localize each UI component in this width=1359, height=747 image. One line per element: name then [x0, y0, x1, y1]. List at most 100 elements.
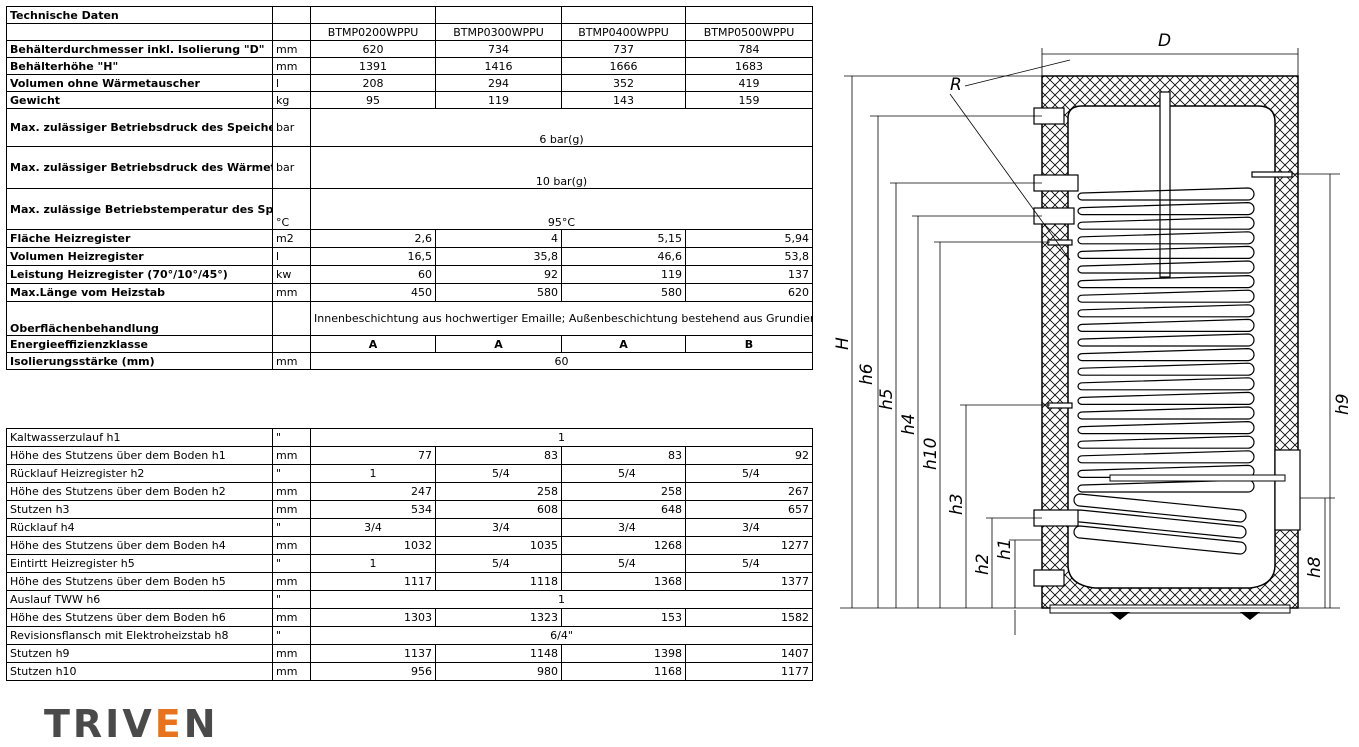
row-value: 1: [310, 428, 813, 447]
row-label: Rücklauf Heizregister h2: [6, 464, 273, 483]
coil-turn: [1077, 245, 1255, 259]
row-value: 5/4: [561, 464, 686, 483]
row-label: Revisionsflansch mit Elektroheizstab h8: [6, 626, 273, 645]
row-label: Stutzen h10: [6, 662, 273, 681]
row-label: Auslauf TWW h6: [6, 590, 273, 609]
dim-label-H: H: [833, 337, 853, 350]
tank-cross-section-drawing: D R H h6 h5 h4 h10 h3 h2 h1 h9 h8: [833, 31, 1353, 635]
row-value: 208: [310, 74, 436, 92]
row-unit: ": [272, 590, 311, 609]
row-unit: kw: [272, 265, 311, 284]
coil-turn: [1077, 187, 1255, 201]
model-name: BTMP0300WPPU: [435, 23, 562, 41]
row-value: 1683: [685, 57, 813, 75]
row-unit: mm: [272, 482, 311, 501]
row-unit: bar: [272, 108, 311, 147]
row-value: 77: [310, 446, 436, 465]
row-value: 1137: [310, 644, 436, 663]
row-value: 5/4: [685, 554, 813, 573]
row-value: 1268: [561, 536, 686, 555]
row-unit: l: [272, 74, 311, 92]
energy-class: A: [435, 335, 562, 353]
table-row: Kaltwasserzulauf h1"1: [6, 428, 813, 447]
triven-logo: TRIVEN: [44, 702, 219, 746]
row-value: 1118: [435, 572, 562, 591]
row-unit: °C: [272, 188, 311, 230]
row-value: 153: [561, 608, 686, 627]
dim-label-h10: h10: [921, 438, 941, 470]
dim-label-D: D: [1158, 31, 1171, 51]
row-label: Höhe des Stutzens über dem Boden h1: [6, 446, 273, 465]
dim-label-h8: h8: [1305, 556, 1325, 578]
row-value: 580: [561, 283, 686, 302]
coil-turn: [1077, 362, 1255, 376]
row-label: Behälterhöhe "H": [6, 57, 273, 75]
lower-coil-turn: [1073, 493, 1247, 523]
coil-turn: [1077, 333, 1255, 347]
row-label: Isolierungsstärke (mm): [6, 352, 273, 370]
row-value: 1177: [685, 662, 813, 681]
row-label: Gewicht: [6, 91, 273, 109]
row-label: Rücklauf h4: [6, 518, 273, 537]
row-value: 1: [310, 554, 436, 573]
row-unit: mm: [272, 57, 311, 75]
row-value: 1416: [435, 57, 562, 75]
table-title: Technische Daten: [6, 6, 273, 24]
row-value: 620: [685, 283, 813, 302]
row-value: 5/4: [685, 464, 813, 483]
row-label: Stutzen h9: [6, 644, 273, 663]
row-value: 1303: [310, 608, 436, 627]
revision-flange: [1274, 449, 1301, 531]
row-label: Oberflächenbehandlung: [6, 301, 273, 336]
row-label: Höhe des Stutzens über dem Boden h2: [6, 482, 273, 501]
row-value: 92: [435, 265, 562, 284]
energy-class: A: [310, 335, 436, 353]
coil-turn: [1077, 274, 1255, 289]
row-value: 4: [435, 229, 562, 248]
table-row: Behälterdurchmesser inkl. Isolierung "D"…: [6, 40, 813, 58]
row-value: 419: [685, 74, 813, 92]
row-value: 92: [685, 446, 813, 465]
dim-label-h5: h5: [877, 388, 897, 410]
row-value: 608: [435, 500, 562, 519]
row-unit: mm: [272, 500, 311, 519]
row-label: Max.Länge vom Heizstab: [6, 283, 273, 302]
coil-turn: [1077, 231, 1255, 245]
row-label: Stutzen h3: [6, 500, 273, 519]
row-value: 5,94: [685, 229, 813, 248]
row-value: 1398: [561, 644, 686, 663]
nozzles: [1033, 107, 1293, 587]
row-value: 60: [310, 352, 813, 370]
row-label: Kaltwasserzulauf h1: [6, 428, 273, 447]
row-unit: ": [272, 554, 311, 573]
row-value: 1035: [435, 536, 562, 555]
coil-turn: [1077, 216, 1255, 230]
row-value: 620: [310, 40, 436, 58]
row-unit: ": [272, 428, 311, 447]
row-value: 267: [685, 482, 813, 501]
row-label: Höhe des Stutzens über dem Boden h5: [6, 572, 273, 591]
table-cell: [272, 301, 311, 336]
row-label: Energieeffizienzklasse: [6, 335, 273, 353]
dim-label-h1: h1: [995, 538, 1015, 560]
row-value: 10 bar(g): [310, 146, 813, 189]
row-value: 95: [310, 91, 436, 109]
row-value: 46,6: [561, 247, 686, 266]
row-value: 1391: [310, 57, 436, 75]
coil-turn: [1077, 450, 1255, 464]
row-label: Leistung Heizregister (70°/10°/45°): [6, 265, 273, 284]
table-cell: [435, 6, 562, 24]
coil-turn: [1077, 377, 1255, 391]
row-value: 3/4: [685, 518, 813, 537]
row-label: Eintirtt Heizregister h5: [6, 554, 273, 573]
row-label: Max. zulässiger Betriebsdruck des Speich…: [6, 108, 273, 147]
